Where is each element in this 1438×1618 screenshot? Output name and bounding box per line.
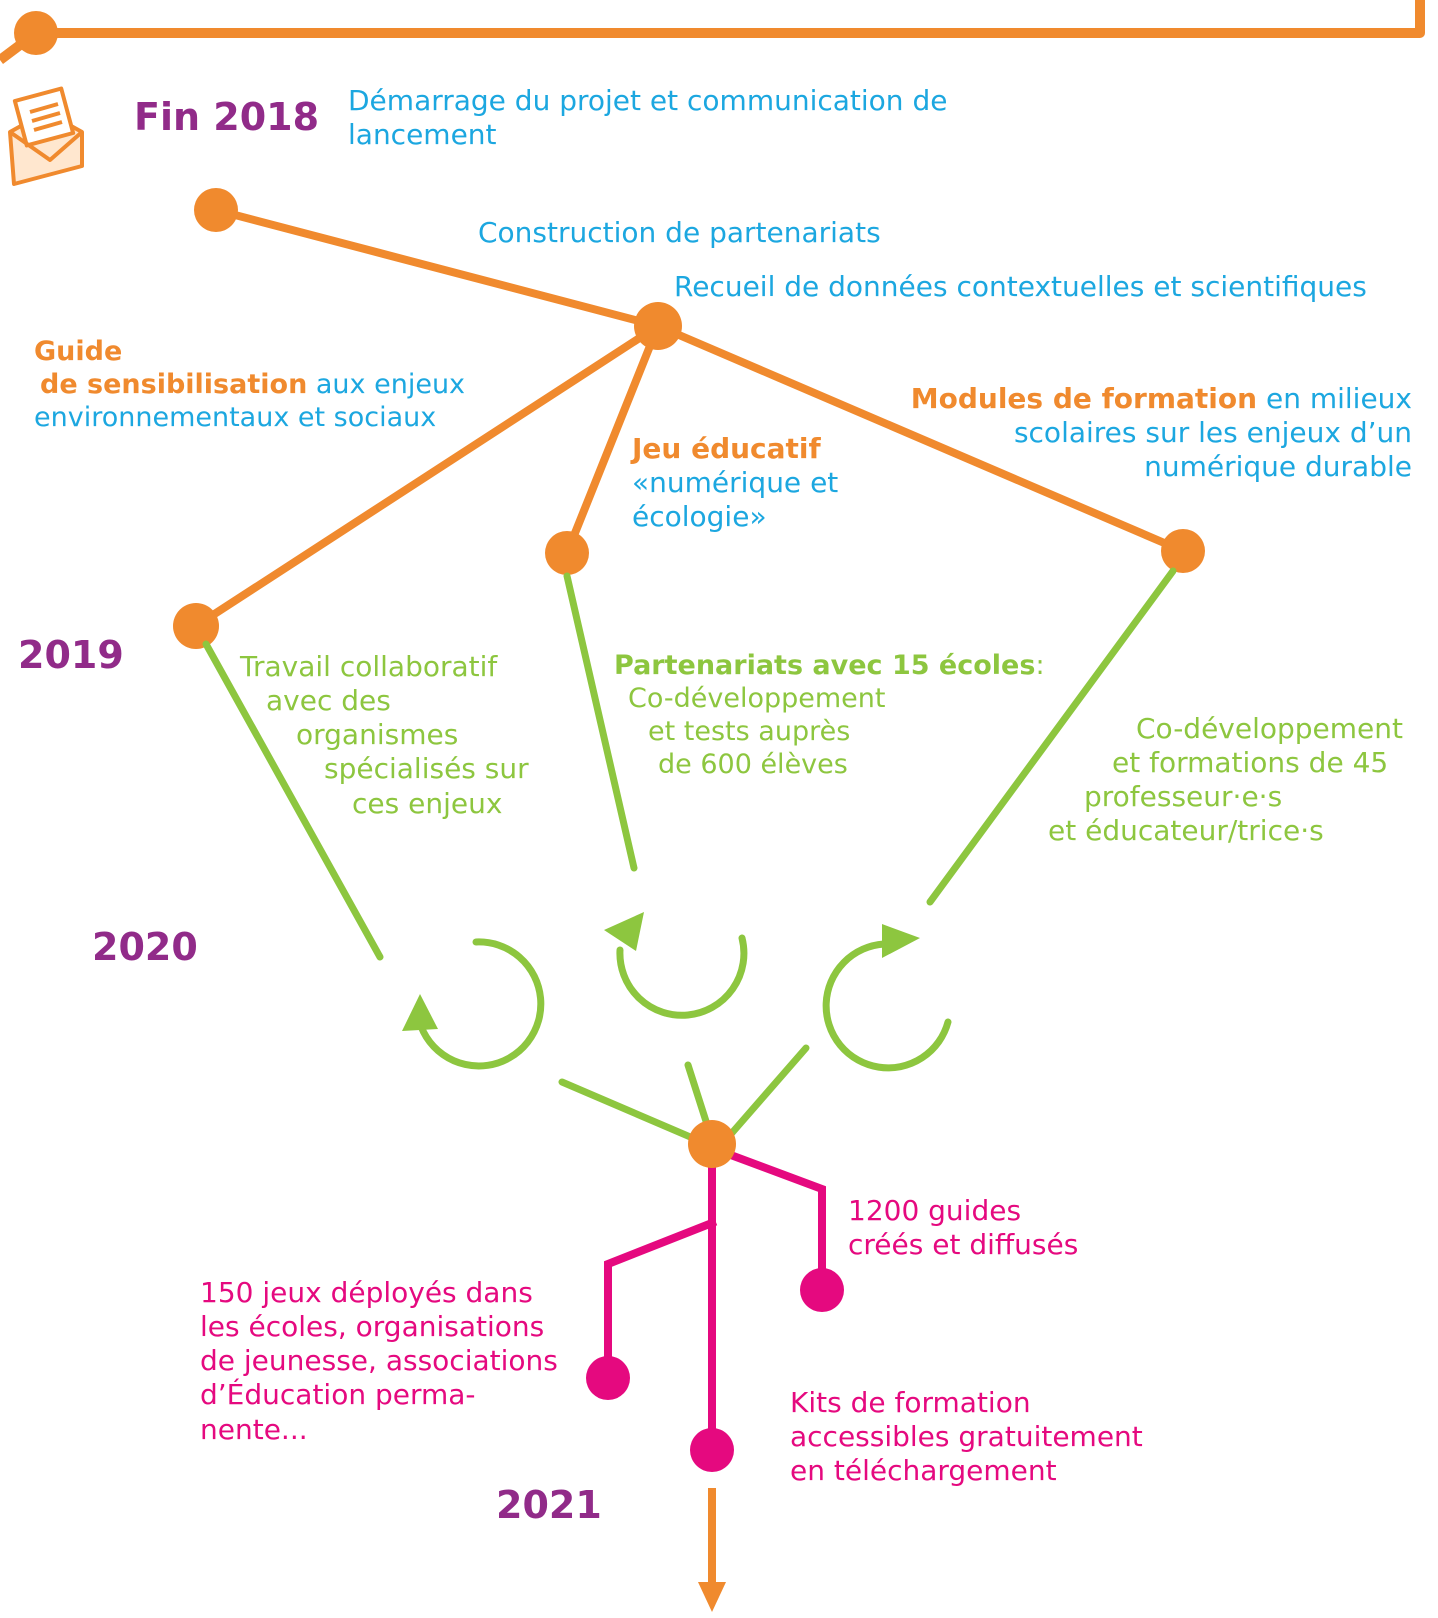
schools-line-2: Co-développement: [628, 682, 886, 714]
games-line-5: nente...: [200, 1412, 308, 1446]
node-guides-result: [800, 1268, 844, 1312]
collab-line-2: avec des: [266, 684, 391, 718]
node-kits-result: [690, 1428, 734, 1472]
modules-line-1: Modules de formation en milieux: [852, 382, 1412, 416]
collab-text: Travail collaboratif avec des organismes…: [240, 650, 529, 821]
year-2018-label: Fin 2018: [134, 95, 320, 139]
training-line-3: professeur·e·s: [1084, 780, 1283, 814]
year-2019-label: 2019: [18, 633, 124, 677]
node-start: [194, 188, 238, 232]
year-2020-label: 2020: [92, 925, 198, 969]
training-line-1: Co-développement: [1136, 712, 1404, 745]
schools-colon: :: [1035, 650, 1045, 681]
down-arrow-icon: [698, 1488, 726, 1612]
schools-title: Partenariats avec 15 écoles: [614, 650, 1036, 681]
modules-line-2: scolaires sur les enjeux d’un: [1013, 416, 1412, 450]
node-final-hub: [688, 1120, 736, 1168]
games-line-2: les écoles, organisations: [200, 1310, 545, 1344]
modules-line-3: numérique durable: [1144, 450, 1412, 484]
guides-line-2: créés et diffusés: [848, 1228, 1079, 1262]
collab-line-4: spécialisés sur: [324, 752, 529, 786]
node-hub: [634, 302, 682, 350]
training-line-4: et éducateur/trice·s: [1048, 814, 1324, 848]
orange-branches: [192, 206, 1187, 630]
node-games-result: [586, 1356, 630, 1400]
kits-line-2: accessibles gratuitement: [790, 1420, 1143, 1454]
games-line-3: de jeunesse, associations: [200, 1344, 558, 1378]
header-bar: [0, 0, 1425, 64]
games-line-4: d’Éducation perma-: [200, 1378, 476, 1412]
game-text: Jeu éducatif «numérique et écologie»: [632, 432, 838, 534]
training-line-2: et formations de 45: [1112, 746, 1389, 780]
collab-line-3: organismes: [296, 718, 459, 752]
guide-line-2: de sensibilisation aux enjeux: [34, 369, 465, 402]
game-title: Jeu éducatif: [632, 432, 821, 465]
guide-title-2: de sensibilisation: [40, 368, 308, 400]
guide-text: Guide de sensibilisation aux enjeux envi…: [34, 336, 465, 435]
game-line-2: «numérique et: [632, 466, 839, 500]
guide-title: Guide: [34, 336, 123, 367]
training-text: Co-développement et formations de 45 pro…: [1040, 712, 1403, 849]
cycle-arrow-icon: [414, 934, 952, 1072]
games-result-text: 150 jeux déployés dans les écoles, organ…: [200, 1276, 558, 1447]
guide-line-3: environnementaux et sociaux: [34, 401, 437, 433]
collab-line-1: Travail collaboratif: [240, 650, 498, 683]
node-guide: [173, 603, 219, 649]
year-2021-label: 2021: [496, 1483, 602, 1527]
schools-line-4: de 600 élèves: [658, 748, 848, 780]
schools-line-3: et tests auprès: [648, 715, 851, 747]
orange-nodes: [173, 188, 1205, 649]
kits-result-text: Kits de formation accessibles gratuiteme…: [790, 1386, 1143, 1488]
modules-rest: en milieux: [1265, 382, 1412, 415]
schools-line-1: Partenariats avec 15 écoles:: [614, 650, 1045, 683]
kits-line-1: Kits de formation: [790, 1386, 1031, 1419]
guides-line-1: 1200 guides: [848, 1194, 1022, 1227]
modules-title: Modules de formation: [910, 382, 1258, 415]
guides-result-text: 1200 guides créés et diffusés: [848, 1194, 1078, 1262]
partnerships-text: Construction de partenariats: [478, 216, 881, 249]
guide-rest: aux enjeux: [315, 368, 466, 400]
kits-line-3: en téléchargement: [790, 1454, 1057, 1488]
game-line-3: écologie»: [632, 500, 767, 534]
collab-line-5: ces enjeux: [352, 786, 503, 820]
games-line-1: 150 jeux déployés dans: [200, 1276, 533, 1309]
node-game: [545, 531, 589, 575]
schools-text: Partenariats avec 15 écoles: Co-développ…: [614, 650, 1045, 782]
node-modules: [1161, 529, 1205, 573]
envelope-icon: [8, 86, 84, 186]
cycle-arrow-heads: [402, 912, 920, 1031]
modules-text: Modules de formation en milieux scolaire…: [852, 382, 1412, 484]
final-nodes: [586, 1120, 844, 1472]
data-collection-text: Recueil de données contextuelles et scie…: [674, 270, 1367, 303]
start-text: Démarrage du projet et communication de …: [348, 84, 948, 152]
pink-branches: [604, 1142, 826, 1452]
